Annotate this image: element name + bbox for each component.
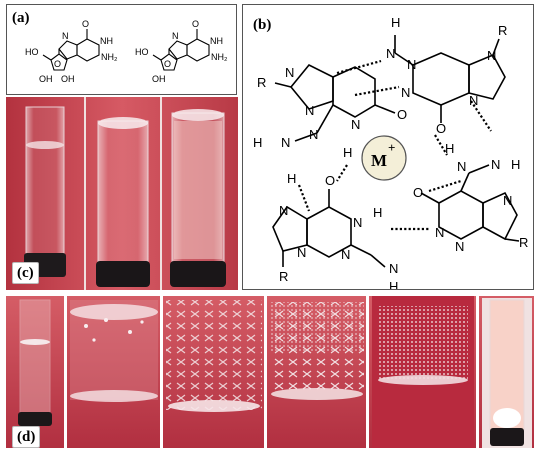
nh2-label-2: NH₂	[211, 52, 228, 62]
h-top-left-1: H	[253, 135, 262, 150]
r-top-right: R	[498, 23, 507, 38]
n-top-left-2: N	[281, 135, 290, 150]
n-bottom-right-3: N	[455, 239, 464, 254]
oh-label-2: OH	[61, 74, 75, 84]
tube-1	[24, 106, 66, 277]
guanine-bottom-right: O N H N H R N N N	[413, 141, 528, 254]
oxygen-label-2: O	[192, 19, 199, 29]
o-bottom-right: O	[413, 185, 423, 200]
h-top-left-2: H	[343, 145, 352, 160]
h-bottom-right-1: H	[445, 141, 454, 156]
n-bottom-right-2: N	[491, 157, 500, 172]
panel-b-label: (b)	[253, 17, 271, 33]
hydrogen-bonds	[297, 59, 492, 231]
oh-label-3: OH	[152, 74, 166, 84]
deoxyguanosine-structure: O NH NH₂ N HO OH O	[135, 19, 228, 84]
o-bottom-left: O	[325, 173, 335, 188]
n-top-left-4: N	[305, 103, 314, 118]
nh2-label: NH₂	[101, 52, 118, 62]
panel-a-structures: (a) O NH NH₂ N HO OH OH O O NH	[6, 4, 237, 95]
n-top-right-4: N	[487, 48, 496, 63]
panel-c-label: (c)	[12, 262, 39, 284]
o-top-right: O	[436, 121, 446, 136]
tubes-photo-c	[6, 97, 238, 290]
frame-4-tube	[270, 302, 364, 400]
nh-label-2: NH	[210, 36, 223, 46]
nitrogen-label-2: N	[172, 31, 179, 41]
guanine-top-left: O N N H R N N N H H	[253, 63, 407, 186]
h-bottom-left-1: H	[373, 205, 382, 220]
metal-charge: +	[388, 140, 395, 155]
n-bottom-left-1: N	[353, 215, 362, 230]
h-top-right-1: H	[391, 15, 400, 30]
metal-ion-label: M	[371, 151, 387, 170]
frame-1-tube	[18, 299, 52, 426]
tube-2	[96, 117, 150, 287]
frame-5-tube	[372, 296, 474, 448]
n-top-left-3: N	[285, 65, 294, 80]
n-top-left-5: N	[351, 117, 360, 132]
r-bottom-right: R	[519, 235, 528, 250]
r-top-left: R	[257, 75, 266, 90]
ring-oxygen-label-2: O	[164, 59, 171, 69]
h-bottom-left-2: H	[389, 279, 398, 290]
ring-oxygen-label: O	[54, 59, 61, 69]
panel-b-g-quartet: (b) M + O N N N H R N N	[242, 4, 534, 290]
h-top-left-3: H	[287, 171, 296, 186]
n-bottom-right-1: N	[457, 159, 466, 174]
oh-label-1: OH	[39, 74, 53, 84]
h-bottom-right-2: H	[511, 157, 520, 172]
r-bottom-left: R	[279, 269, 288, 284]
panel-a-label: (a)	[12, 10, 30, 26]
n-bottom-left-2: N	[279, 203, 288, 218]
frame-3-tube	[166, 300, 262, 412]
guanine-bottom-left: O N H N R N N N H	[272, 173, 398, 290]
n-top-left-1: N	[309, 127, 318, 142]
oxygen-label: O	[82, 19, 89, 29]
tube-3	[170, 109, 226, 287]
n-top-right-3: N	[386, 46, 395, 61]
tubes-photo-d	[6, 296, 534, 448]
panel-c-tubes: (c)	[6, 97, 238, 290]
metal-ion-circle	[361, 135, 407, 181]
n-top-right-2: N	[407, 57, 416, 72]
g-quartet-drawing: (b) M + O N N N H R N N	[253, 15, 528, 290]
nucleoside-structures-drawing: (a) O NH NH₂ N HO OH OH O O NH	[12, 10, 228, 84]
guanosine-structure: O NH NH₂ N HO OH OH O	[25, 19, 118, 84]
ho-label-2: HO	[135, 47, 149, 57]
n-top-right-1: N	[401, 85, 410, 100]
panel-d-tubes: (d)	[6, 296, 534, 448]
ho-label: HO	[25, 47, 39, 57]
n-bottom-left-4: N	[341, 247, 350, 262]
guanine-top-right: O N N N H R N N	[386, 15, 507, 136]
nh-label: NH	[100, 36, 113, 46]
nitrogen-label: N	[62, 31, 69, 41]
n-bottom-left-5: N	[389, 261, 398, 276]
panel-d-label: (d)	[12, 426, 41, 448]
o-top-left: O	[397, 107, 407, 122]
n-bottom-left-3: N	[297, 245, 306, 260]
n-bottom-right-5: N	[503, 193, 512, 208]
n-top-right-5: N	[469, 93, 478, 108]
frame-2-tube	[70, 300, 158, 402]
n-bottom-right-4: N	[435, 225, 444, 240]
frame-6-tube	[482, 298, 532, 448]
